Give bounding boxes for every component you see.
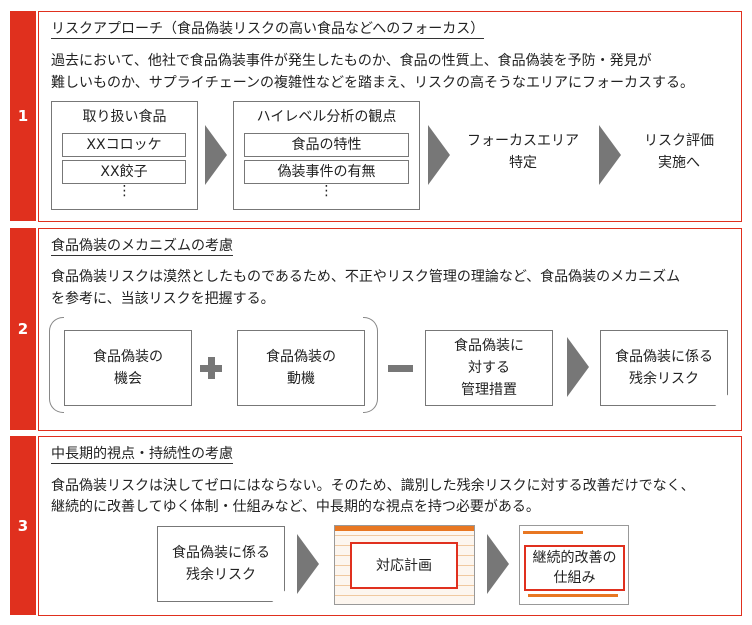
label-line: 継続的改善の [532,550,617,566]
motive-box: 食品偽装の 動機 [237,330,365,406]
arrow-right-icon [567,337,589,397]
label-line: 対する [468,360,510,376]
viewpoint-item: 食品の特性 [244,133,409,157]
label-line: 残余リスク [629,371,699,387]
description-line: 継続的に改善してゆく体制・仕組みなど、中長期的な視点を持つ必要がある。 [51,499,540,515]
label-line: 動機 [287,371,315,387]
left-bracket [49,317,64,413]
label-line: 実施へ [658,155,700,171]
label-line: 食品偽装の [266,349,336,365]
label-line: 管理措置 [461,382,517,398]
handled-food-box: 取り扱い食品 XXコロッケ XX餃子 ⋮ [51,101,198,210]
section-number-2: 2 [10,228,36,430]
box-title: 取り扱い食品 [82,109,167,125]
minus-icon [388,365,413,372]
label-line: 仕組み [553,570,596,586]
food-item: XXコロッケ [62,133,186,157]
more-indicator: ⋮ [117,183,132,199]
label-line: 食品偽装に [454,338,524,354]
analysis-viewpoint-box: ハイレベル分析の観点 食品の特性 偽装事件の有無 ⋮ [233,101,420,210]
section-title: 中長期的視点・持続性の考慮 [51,446,233,464]
opportunity-box: 食品偽装の 機会 [64,330,192,406]
arrow-right-icon [428,125,450,185]
description-line: 食品偽装リスクは決してゼロにはならない。そのため、識別した残余リスクに対する改善… [51,478,695,494]
viewpoint-item: 偽装事件の有無 [244,160,409,184]
residual-risk-doc: 食品偽装に係る 残余リスク [600,330,728,406]
label-line: 食品偽装の [93,349,163,365]
section-long-term: 中長期的視点・持続性の考慮 食品偽装リスクは決してゼロにはならない。そのため、識… [38,436,742,616]
description-line: 難しいものか、サプライチェーンの複雑性などを踏まえ、リスクの高そうなエリアにフォ… [51,75,695,91]
label-line: 機会 [114,371,142,387]
label-line: 特定 [509,155,537,171]
food-item: XX餃子 [62,160,186,184]
arrow-right-icon [599,125,621,185]
section-title: リスクアプローチ（食品偽装リスクの高い食品などへのフォーカス） [51,21,485,39]
more-indicator: ⋮ [319,183,334,199]
section-risk-approach: リスクアプローチ（食品偽装リスクの高い食品などへのフォーカス） 過去において、他… [38,11,742,222]
action-plan-label: 対応計画 [350,542,458,589]
description-line: を参考に、当該リスクを把握する。 [51,291,275,307]
residual-risk-doc: 食品偽装に係る 残余リスク [157,526,285,602]
label-line: 残余リスク [186,567,256,583]
arrow-right-icon [487,534,509,594]
section-mechanism: 食品偽装のメカニズムの考慮 食品偽装リスクは漠然としたものであるため、不正やリス… [38,228,742,431]
arrow-right-icon [205,125,227,185]
section-number-3: 3 [10,436,36,615]
plus-icon-vertical [208,357,215,379]
continuous-improvement-label: 継続的改善の 仕組み [524,545,625,591]
controls-box: 食品偽装に 対する 管理措置 [425,330,553,406]
thumbnail-arrow [528,594,618,597]
label-line: 食品偽装に係る [172,545,270,561]
right-bracket [363,317,378,413]
description-line: 食品偽装リスクは漠然としたものであるため、不正やリスク管理の理論など、食品偽装の… [51,269,681,285]
section-title: 食品偽装のメカニズムの考慮 [51,238,233,256]
section-number-1: 1 [10,11,36,221]
label-line: 食品偽装に係る [615,349,713,365]
label-line: リスク評価 [644,133,714,149]
description-line: 過去において、他社で食品偽装事件が発生したものか、食品の性質上、食品偽装を予防・… [51,53,652,69]
box-title: ハイレベル分析の観点 [256,109,397,125]
focus-area-label: フォーカスエリア 特定 [453,130,593,174]
label-line: フォーカスエリア [467,133,579,149]
thumbnail-header [335,526,474,531]
thumbnail-arrow [523,531,583,534]
arrow-right-icon [297,534,319,594]
risk-evaluation-label: リスク評価 実施へ [624,130,734,174]
